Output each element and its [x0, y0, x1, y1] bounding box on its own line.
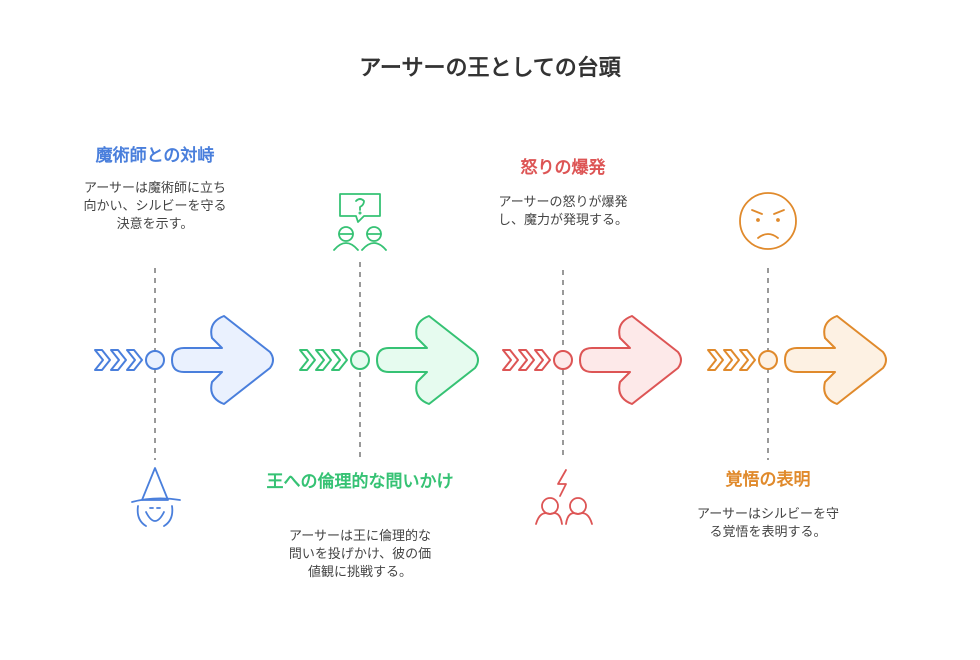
wizard-icon	[131, 467, 181, 527]
stage-4-chevrons	[707, 349, 756, 371]
stage-4-arrow	[784, 315, 887, 405]
stage-3-chevrons	[502, 349, 551, 371]
diagram-title: アーサーの王としての台頭	[359, 56, 621, 81]
stage-4-node	[758, 350, 778, 370]
stage-3	[502, 270, 682, 525]
stage-1-chevrons	[94, 349, 143, 371]
stage-4-description: アーサーはシルビーを守る覚悟を表明する。	[697, 507, 839, 540]
stage-2-chevrons	[299, 349, 348, 371]
question-people-icon	[333, 193, 387, 251]
stage-1-arrow	[171, 315, 274, 405]
angry-face-icon	[739, 192, 797, 250]
stage-1-node	[145, 350, 165, 370]
stage-4	[707, 192, 887, 460]
stage-3-arrow	[579, 315, 682, 405]
stage-3-node	[553, 350, 573, 370]
stage-1	[94, 268, 274, 527]
stage-3-title: 怒りの爆発	[520, 158, 606, 178]
stage-2-node	[350, 350, 370, 370]
stage-2	[299, 193, 479, 460]
stage-2-arrow	[376, 315, 479, 405]
stage-4-title: 覚悟の表明	[725, 470, 811, 490]
stage-2-description: アーサーは王に倫理的な問いを投げかけ、彼の価値観に挑戦する。	[288, 529, 432, 580]
stage-1-title: 魔術師との対峙	[95, 146, 215, 166]
stage-3-description: アーサーの怒りが爆発し、魔力が発現する。	[497, 195, 628, 228]
stage-2-title: 王への倫理的な問いかけ	[266, 472, 454, 492]
conflict-people-icon	[535, 469, 593, 525]
stage-1-description: アーサーは魔術師に立ち向かい、シルビーを守る決意を示す。	[83, 181, 227, 232]
